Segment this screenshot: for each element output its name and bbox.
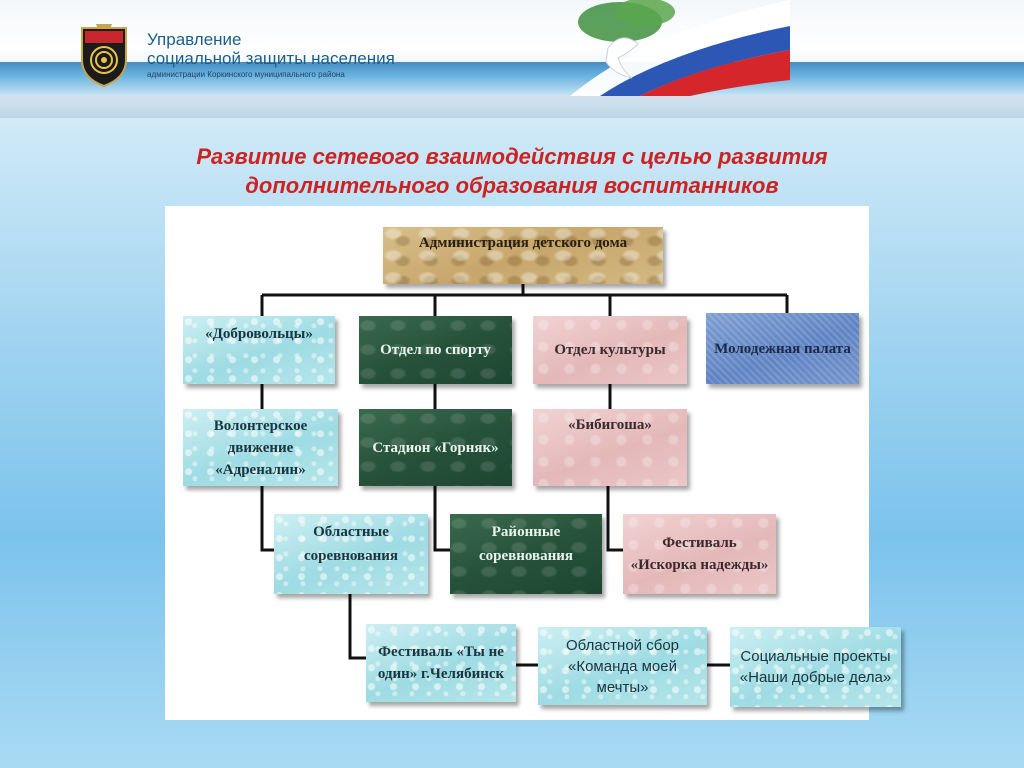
node-adrenalin-movement: Волонтерское движение «Адреналин» bbox=[183, 409, 338, 486]
node-regional-competitions: Областные соревнования bbox=[274, 514, 428, 594]
node-youth-chamber: Молодежная палата bbox=[706, 313, 859, 384]
node-sport-department: Отдел по спорту bbox=[359, 316, 512, 384]
connector-regional-festival bbox=[348, 594, 366, 660]
node-administration: Администрация детского дома bbox=[383, 227, 663, 284]
org-name-line1: Управление bbox=[147, 30, 242, 49]
node-district-competitions: Районные соревнования bbox=[450, 514, 602, 594]
header-wave bbox=[0, 62, 1024, 96]
org-name-line2: социальной защиты населения bbox=[147, 49, 395, 68]
slide-title-line2: дополнительного образования воспитаннико… bbox=[245, 173, 779, 198]
slide-title-line1: Развитие сетевого взаимодействия с целью… bbox=[196, 144, 828, 169]
slide-title: Развитие сетевого взаимодействия с целью… bbox=[120, 142, 904, 200]
russian-flag-with-dove-icon bbox=[570, 0, 790, 96]
node-volunteers: «Добровольцы» bbox=[183, 316, 335, 384]
header-band bbox=[0, 0, 1024, 118]
connector-bibigosha-festival bbox=[606, 486, 623, 552]
node-iskorka-festival: Фестиваль «Искорка надежды» bbox=[623, 514, 776, 594]
node-social-projects: Социальные проекты «Наши добрые дела» bbox=[730, 627, 901, 707]
node-gornyak-stadium: Стадион «Горняк» bbox=[359, 409, 512, 486]
connector-stadium-district bbox=[433, 486, 450, 552]
node-ty-ne-odin-festival: Фестиваль «Ты не один» г.Челябинск bbox=[366, 624, 516, 702]
node-dream-team-gathering: Областной сбор «Команда моей мечты» bbox=[538, 627, 707, 705]
node-culture-department: Отдел культуры bbox=[533, 316, 687, 384]
node-bibigosha: «Бибигоша» bbox=[533, 409, 687, 486]
coat-of-arms-icon bbox=[81, 24, 127, 88]
org-subtitle: администрации Коркинского муниципального… bbox=[147, 70, 345, 79]
connector-adrenalin-regional bbox=[260, 486, 274, 552]
